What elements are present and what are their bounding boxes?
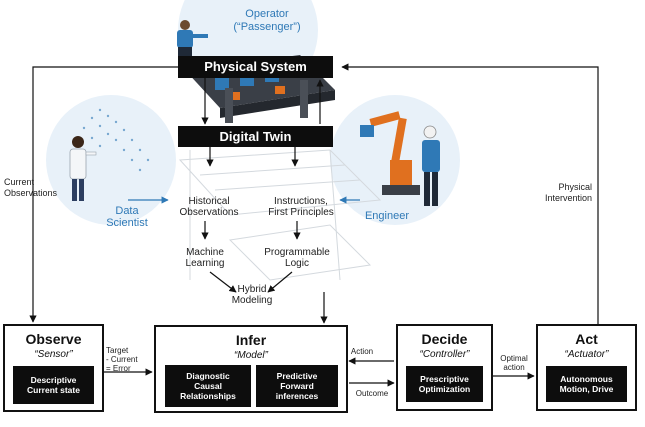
act-inner-line1: Autonomous <box>560 374 613 384</box>
act-box: Act “Actuator” Autonomous Motion, Drive <box>536 324 637 411</box>
data-scientist-circle <box>46 95 176 225</box>
observe-subtitle: “Sensor” <box>34 349 73 360</box>
observe-box: Observe “Sensor” Descriptive Current sta… <box>3 324 104 412</box>
ml-line2: Learning <box>185 258 225 269</box>
observe-inner-line1: Descriptive <box>30 375 77 385</box>
current-observations-label: Current Observations <box>4 177 68 199</box>
historical-line1: Historical <box>188 196 230 207</box>
current-obs-line1: Current <box>4 177 35 187</box>
phys-int-line2: Intervention <box>544 193 592 203</box>
optimal-line2: action <box>503 363 525 372</box>
target-line2: - Current <box>106 355 138 364</box>
decide-inner-line1: Prescriptive <box>420 374 469 384</box>
decide-title: Decide <box>421 331 468 347</box>
infer-subtitle: “Model” <box>234 350 268 361</box>
programmable-logic-label: Programmable Logic <box>256 247 338 269</box>
physical-intervention-label: Physical Intervention <box>520 182 592 204</box>
hybrid-line1: Hybrid <box>237 284 267 295</box>
ml-line1: Machine <box>186 247 224 258</box>
target-line3: = Error <box>106 364 131 373</box>
data-scientist-label-line1: Data <box>115 205 139 217</box>
machine-learning-label: Machine Learning <box>172 247 238 269</box>
operator-label-line1: Operator <box>245 8 289 20</box>
diagnostic-line1: Diagnostic <box>186 371 230 381</box>
historical-observations-label: Historical Observations <box>168 196 250 218</box>
phys-int-line1: Physical <box>558 182 592 192</box>
physical-system-bar: Physical System <box>178 56 333 78</box>
outcome-label: Outcome <box>355 389 389 398</box>
act-inner: Autonomous Motion, Drive <box>546 366 627 402</box>
predictive-line2: Forward <box>280 381 314 391</box>
decide-box: Decide “Controller” Prescriptive Optimiz… <box>396 324 493 411</box>
optimal-action-label: Optimal action <box>494 354 534 372</box>
act-title: Act <box>575 331 598 347</box>
observe-title: Observe <box>25 331 82 347</box>
infer-diagnostic: Diagnostic Causal Relationships <box>165 365 251 407</box>
diagnostic-line3: Relationships <box>180 391 236 401</box>
hybrid-modeling-label: Hybrid Modeling <box>222 284 282 306</box>
act-subtitle: “Actuator” <box>564 349 609 360</box>
logic-line1: Programmable <box>264 247 330 258</box>
action-label: Action <box>350 347 374 356</box>
data-scientist-figure <box>69 136 97 201</box>
operator-label: Operator (“Passenger”) <box>212 8 322 34</box>
infer-title: Infer <box>235 332 267 348</box>
act-inner-line2: Motion, Drive <box>559 384 614 394</box>
operator-label-line2: (“Passenger”) <box>233 21 301 33</box>
decide-inner-line2: Optimization <box>418 384 471 394</box>
infer-box: Infer “Model” Diagnostic Causal Relation… <box>154 325 348 413</box>
infer-predictive: Predictive Forward inferences <box>256 365 338 407</box>
target-line1: Target <box>106 346 129 355</box>
engineer-figure <box>360 111 440 206</box>
historical-line2: Observations <box>179 207 239 218</box>
observe-inner: Descriptive Current state <box>13 366 94 404</box>
data-scientist-label-line2: Scientist <box>106 217 148 229</box>
instructions-label: Instructions, First Principles <box>255 196 347 218</box>
hybrid-line2: Modeling <box>231 295 273 306</box>
predictive-line3: inferences <box>275 391 319 401</box>
instructions-line1: Instructions, <box>274 196 328 207</box>
optimal-line1: Optimal <box>500 354 528 363</box>
digital-twin-bar: Digital Twin <box>178 126 333 147</box>
engineer-label: Engineer <box>364 210 410 222</box>
current-obs-line2: Observations <box>4 188 58 198</box>
instructions-line2: First Principles <box>268 207 334 218</box>
observe-inner-line2: Current state <box>27 385 80 395</box>
target-error-label: Target - Current = Error <box>106 346 150 373</box>
decide-subtitle: “Controller” <box>419 349 470 360</box>
predictive-line1: Predictive <box>276 371 318 381</box>
decide-inner: Prescriptive Optimization <box>406 366 483 402</box>
data-scientist-label: Data Scientist <box>92 205 162 229</box>
diagnostic-line2: Causal <box>194 381 222 391</box>
logic-line2: Logic <box>285 258 309 269</box>
